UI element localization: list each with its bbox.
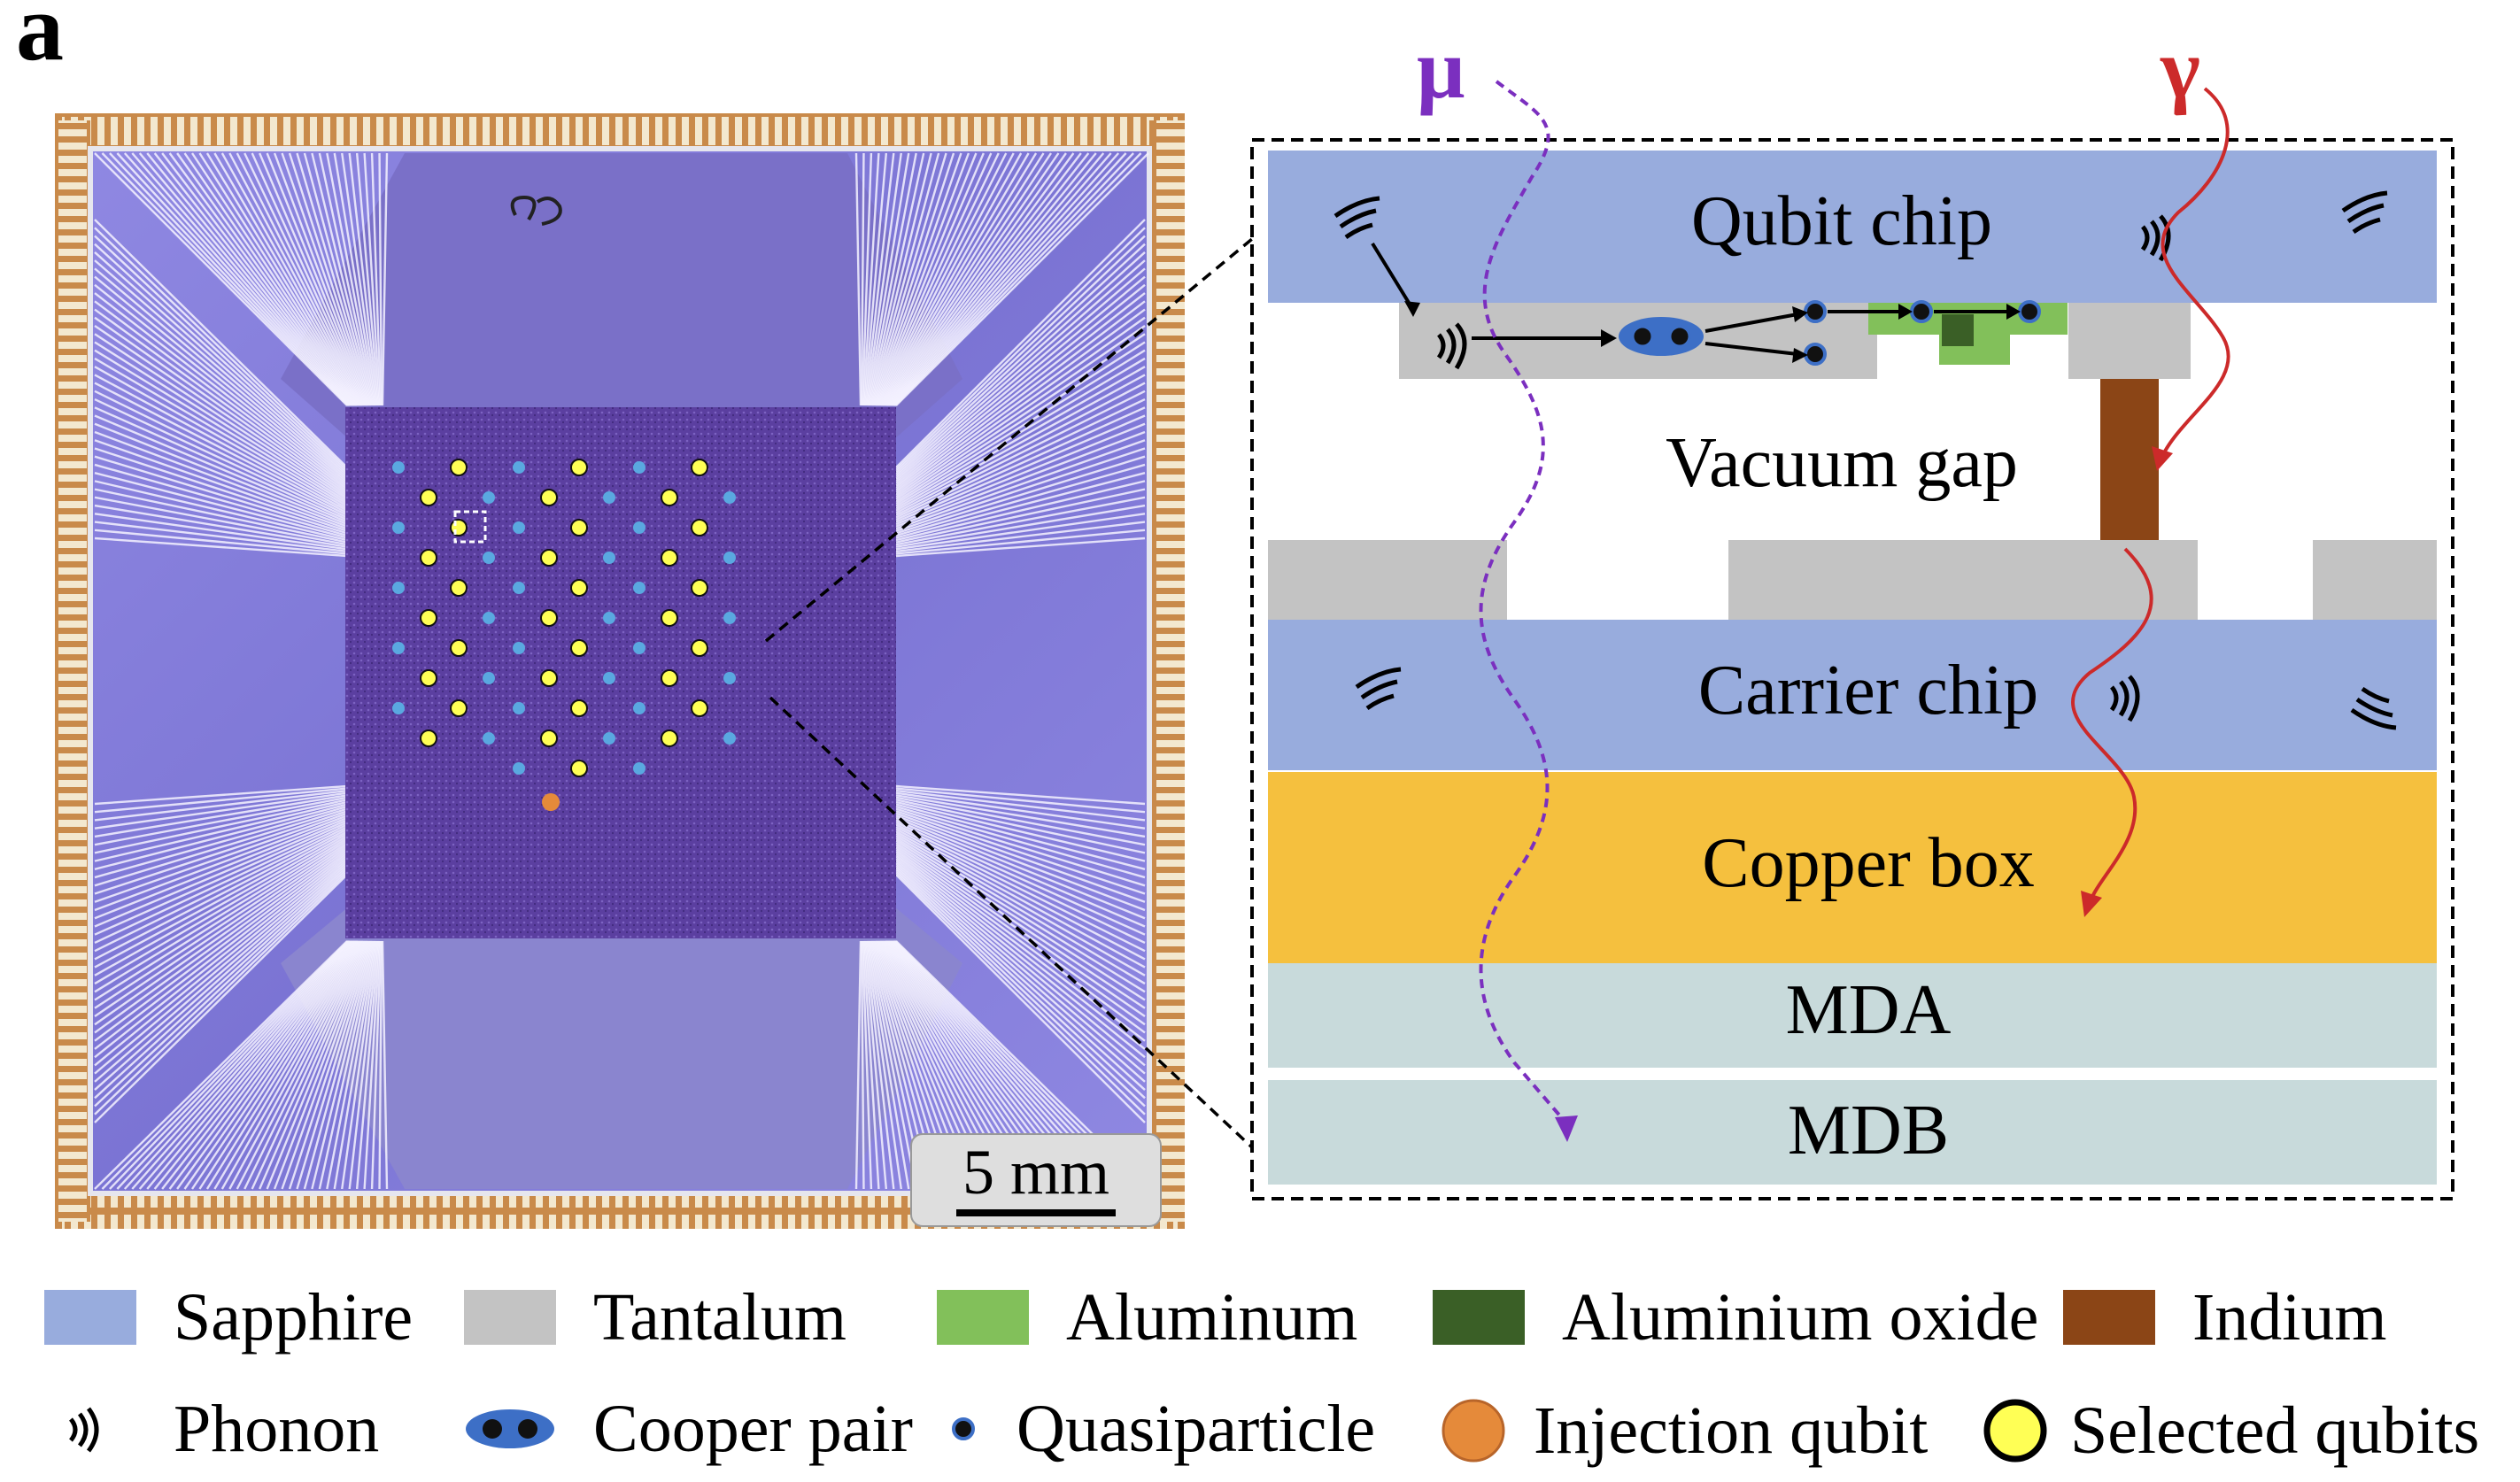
scale-bar-line: [956, 1209, 1116, 1216]
process-arrows: [1371, 242, 2012, 356]
muon-path: [1479, 80, 1569, 1126]
phonon-icon: [68, 1407, 99, 1453]
copper-box-layer: [1268, 772, 2437, 963]
qubit-array: [392, 459, 736, 811]
zoom-lines: [764, 237, 1254, 1149]
carrier-chip-layer: [1268, 620, 2437, 770]
cooper-pair-icon: [466, 1409, 554, 1448]
mda-layer: [1268, 963, 2437, 1068]
qubit-chip-label: Qubit chip: [1691, 182, 1992, 260]
legend: Sapphire Tantalum Aluminum Aluminium oxi…: [0, 1266, 2520, 1478]
legend-selected-qubits: Selected qubits: [1980, 1395, 2479, 1466]
legend-aluminium-oxide: Aluminium oxide: [1433, 1284, 2038, 1351]
aluminium-oxide: [1942, 314, 1974, 346]
gamma-label: γ: [2161, 21, 2200, 116]
legend-aluminum: Aluminum: [937, 1284, 1357, 1351]
cooper-pair-icon: [1619, 317, 1704, 356]
quasiparticle-icon: [952, 1417, 975, 1440]
mdb-label: MDB: [1787, 1092, 1950, 1169]
gamma-path-upper: [2159, 87, 2230, 461]
legend-injection-qubit: Injection qubit: [1438, 1395, 1928, 1466]
muon-label: μ: [1417, 21, 1465, 116]
indium-bump: [2100, 379, 2159, 540]
legend-quasiparticle: Quasiparticle: [937, 1395, 1375, 1463]
chip-photograph: [55, 113, 1185, 1229]
mda-label: MDA: [1785, 971, 1952, 1049]
legend-indium: Indium: [2063, 1284, 2387, 1351]
selected-qubit-icon: [1983, 1399, 2047, 1463]
scale-bar-label: 5 mm: [962, 1137, 1109, 1208]
zoom-box: [453, 510, 487, 544]
carrier-chip-label: Carrier chip: [1697, 652, 2039, 729]
quasiparticle-icons: [1804, 300, 2041, 366]
injection-qubit: [542, 793, 560, 811]
panel-letter: a: [16, 0, 64, 81]
mdb-layer: [1268, 1080, 2437, 1185]
phonon-icons: [1333, 190, 2397, 730]
legend-cooper-pair: Cooper pair: [464, 1395, 913, 1463]
vacuum-gap-label: Vacuum gap: [1666, 424, 2018, 502]
logo-mark: [510, 195, 562, 226]
injection-qubit-icon: [1442, 1399, 1505, 1463]
legend-sapphire: Sapphire: [44, 1284, 413, 1351]
control-wires: [94, 152, 1149, 1190]
legend-tantalum: Tantalum: [464, 1284, 846, 1351]
legend-phonon: Phonon: [44, 1395, 379, 1463]
gamma-path-lower: [2071, 547, 2153, 904]
cross-section-diagram: μ γ Qubit chip Vacuum gap Carrier chip C…: [1240, 0, 2479, 1213]
scale-bar: 5 mm: [910, 1133, 1162, 1227]
qubit-chip-layer: [1268, 151, 2437, 303]
copper-box-label: Copper box: [1702, 824, 2035, 902]
